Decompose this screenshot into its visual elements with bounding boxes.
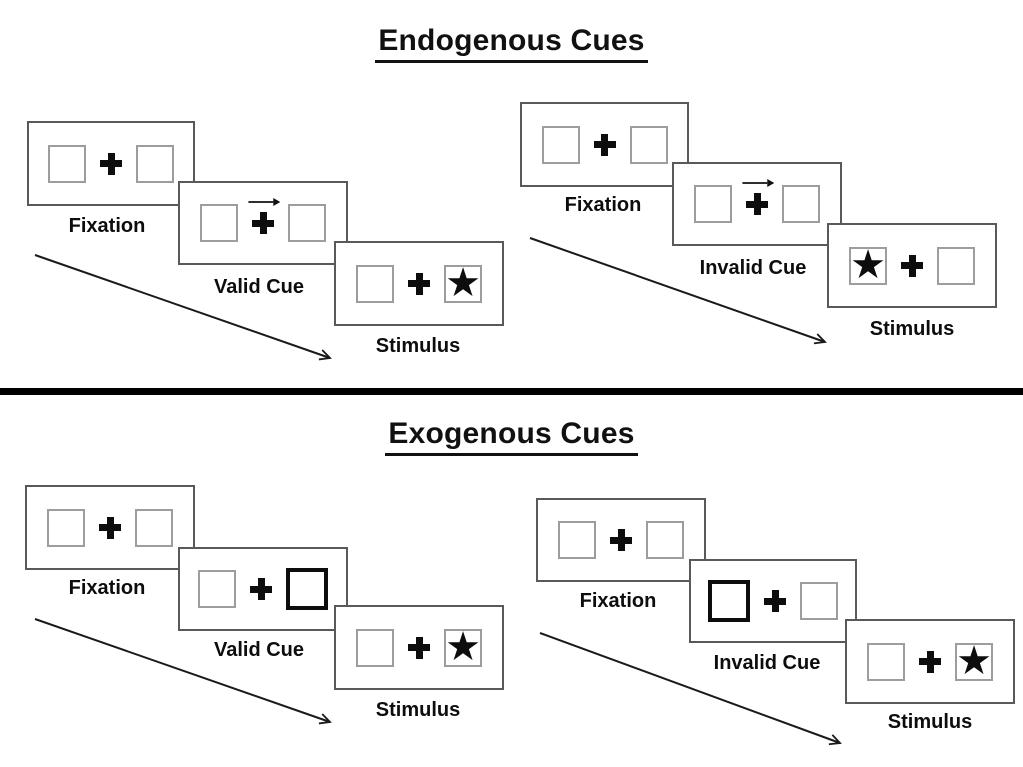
placeholder-box-left	[198, 570, 236, 608]
frame-panel-endogenous-valid-stimulus: ★	[334, 241, 504, 326]
frame-panel-endogenous-invalid-fixation	[520, 102, 689, 187]
placeholder-box-right	[136, 144, 174, 183]
target-box-right: ★	[444, 260, 482, 305]
fixation-cross-icon	[901, 254, 923, 277]
frame-label: Valid Cue	[213, 639, 305, 661]
target-box-left: ★	[849, 242, 887, 287]
frame-panel-endogenous-valid-cue	[178, 181, 348, 265]
placeholder-box-left	[558, 521, 596, 559]
star-icon: ★	[445, 260, 481, 305]
placeholder-box-left	[867, 642, 905, 681]
section-title-exogenous: Exogenous Cues	[385, 417, 638, 456]
frame-panel-endogenous-invalid-cue	[672, 162, 842, 246]
fixation-cross-icon	[408, 636, 430, 659]
frame-panel-exogenous-valid-cue	[178, 547, 348, 631]
fixation-cross-icon	[610, 529, 632, 551]
placeholder-box-left	[356, 264, 394, 303]
section-title-endogenous: Endogenous Cues	[375, 24, 648, 63]
fixation-cross-icon	[99, 516, 121, 539]
target-box-right: ★	[444, 624, 482, 669]
frame-label: Fixation	[68, 215, 146, 237]
target-box-right: ★	[955, 638, 993, 683]
placeholder-box-left	[48, 144, 86, 183]
cue-arrow-icon	[742, 179, 775, 187]
placeholder-box-right	[800, 582, 838, 620]
section-divider	[0, 388, 1023, 395]
placeholder-box-right	[782, 185, 820, 223]
fixation-cross-icon	[248, 198, 281, 234]
fixation-cross-icon	[100, 152, 122, 175]
frame-label: Stimulus	[887, 711, 973, 733]
placeholder-box-right	[937, 246, 975, 285]
frame-panel-exogenous-invalid-fixation	[536, 498, 706, 582]
timeline-arrow-endogenous-invalid	[529, 237, 827, 345]
frame-label: Fixation	[579, 590, 657, 612]
timeline-arrow-exogenous-invalid	[539, 632, 842, 746]
frame-label: Valid Cue	[213, 276, 305, 298]
frame-label: Stimulus	[375, 335, 461, 357]
frame-label: Stimulus	[375, 699, 461, 721]
fixation-cross-icon	[742, 179, 775, 215]
frame-panel-endogenous-valid-fixation	[27, 121, 195, 206]
timeline-arrow-exogenous-valid	[34, 618, 332, 725]
placeholder-box-right	[135, 508, 173, 547]
cue-arrow-icon	[248, 198, 281, 206]
frame-panel-exogenous-valid-fixation	[25, 485, 195, 570]
star-icon: ★	[956, 638, 992, 683]
frame-panel-exogenous-valid-stimulus: ★	[334, 605, 504, 690]
placeholder-box-left	[200, 204, 238, 242]
cue-highlight-box-right	[286, 568, 328, 610]
placeholder-box-left	[47, 508, 85, 547]
frame-panel-exogenous-invalid-stimulus: ★	[845, 619, 1015, 704]
frame-label: Fixation	[68, 577, 146, 599]
fixation-cross-icon	[919, 650, 941, 673]
cue-highlight-box-left	[708, 580, 750, 622]
frame-panel-endogenous-invalid-stimulus: ★	[827, 223, 997, 308]
frame-panel-exogenous-invalid-cue	[689, 559, 857, 643]
frame-label: Invalid Cue	[699, 257, 807, 279]
timeline-arrow-endogenous-valid	[34, 254, 332, 361]
fixation-cross-icon	[250, 578, 272, 600]
fixation-cross-icon	[593, 133, 616, 156]
placeholder-box-right	[288, 204, 326, 242]
frame-label: Fixation	[564, 194, 642, 216]
placeholder-box-right	[629, 125, 668, 164]
frame-label: Invalid Cue	[713, 652, 821, 674]
placeholder-box-left	[356, 628, 394, 667]
frame-label: Stimulus	[869, 318, 955, 340]
star-icon: ★	[445, 624, 481, 669]
placeholder-box-left	[541, 125, 580, 164]
fixation-cross-icon	[764, 590, 786, 612]
placeholder-box-left	[694, 185, 732, 223]
placeholder-box-right	[646, 521, 684, 559]
star-icon: ★	[850, 242, 886, 287]
fixation-cross-icon	[408, 272, 430, 295]
